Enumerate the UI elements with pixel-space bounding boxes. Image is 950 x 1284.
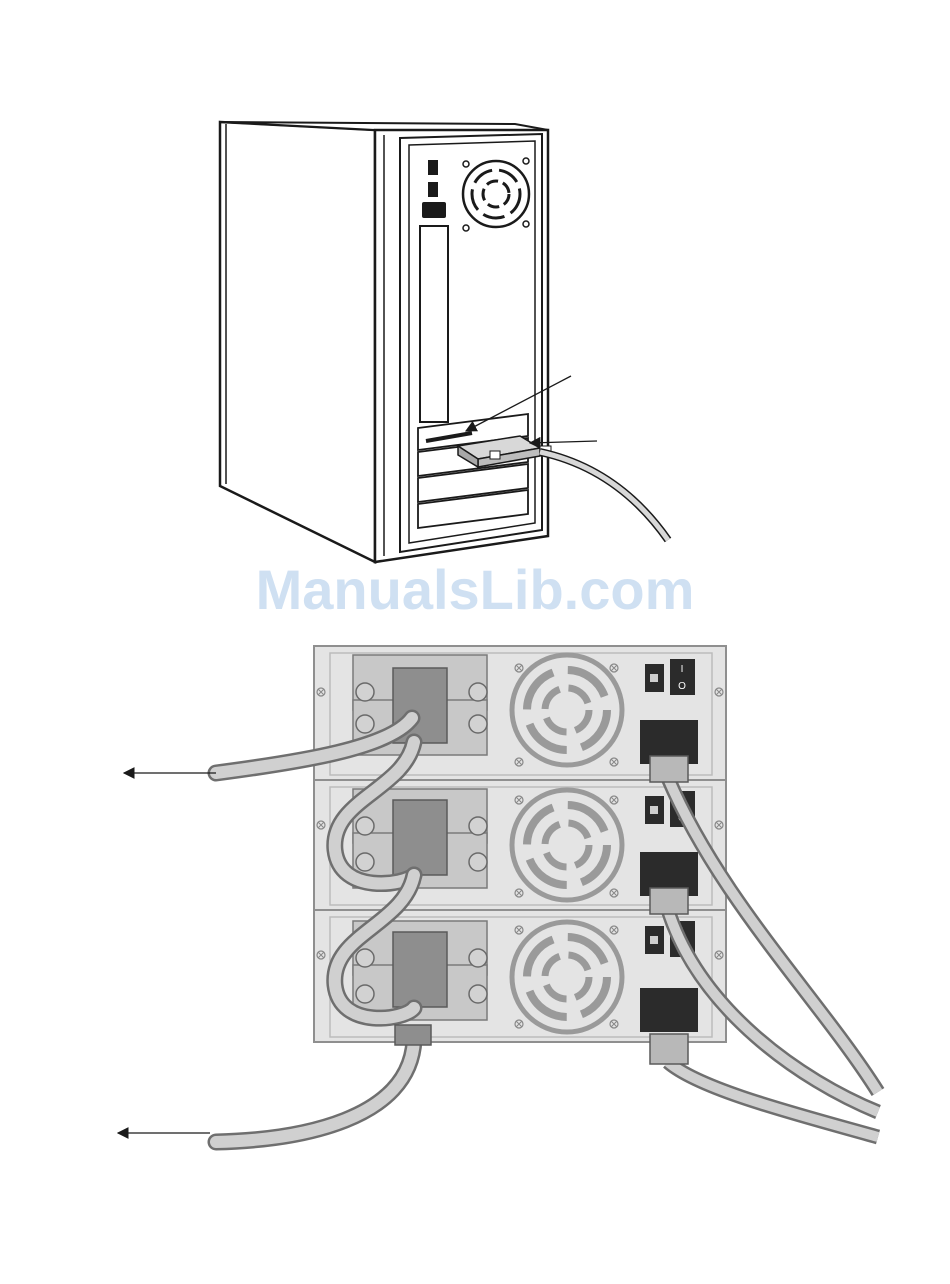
svg-text:I: I xyxy=(681,664,684,675)
port-icon xyxy=(428,182,438,197)
svg-text:O: O xyxy=(678,681,686,692)
power-socket-icon xyxy=(640,988,698,1032)
computer-tower xyxy=(220,122,668,562)
scsi-connector xyxy=(393,800,447,875)
power-cords xyxy=(650,756,878,1137)
port-icon xyxy=(422,202,446,218)
port-icon xyxy=(428,160,438,175)
drive-enclosure-stack: I O I O xyxy=(118,646,878,1142)
scsi-connector xyxy=(393,932,447,1007)
watermark: ManualsLib.com xyxy=(0,557,950,622)
